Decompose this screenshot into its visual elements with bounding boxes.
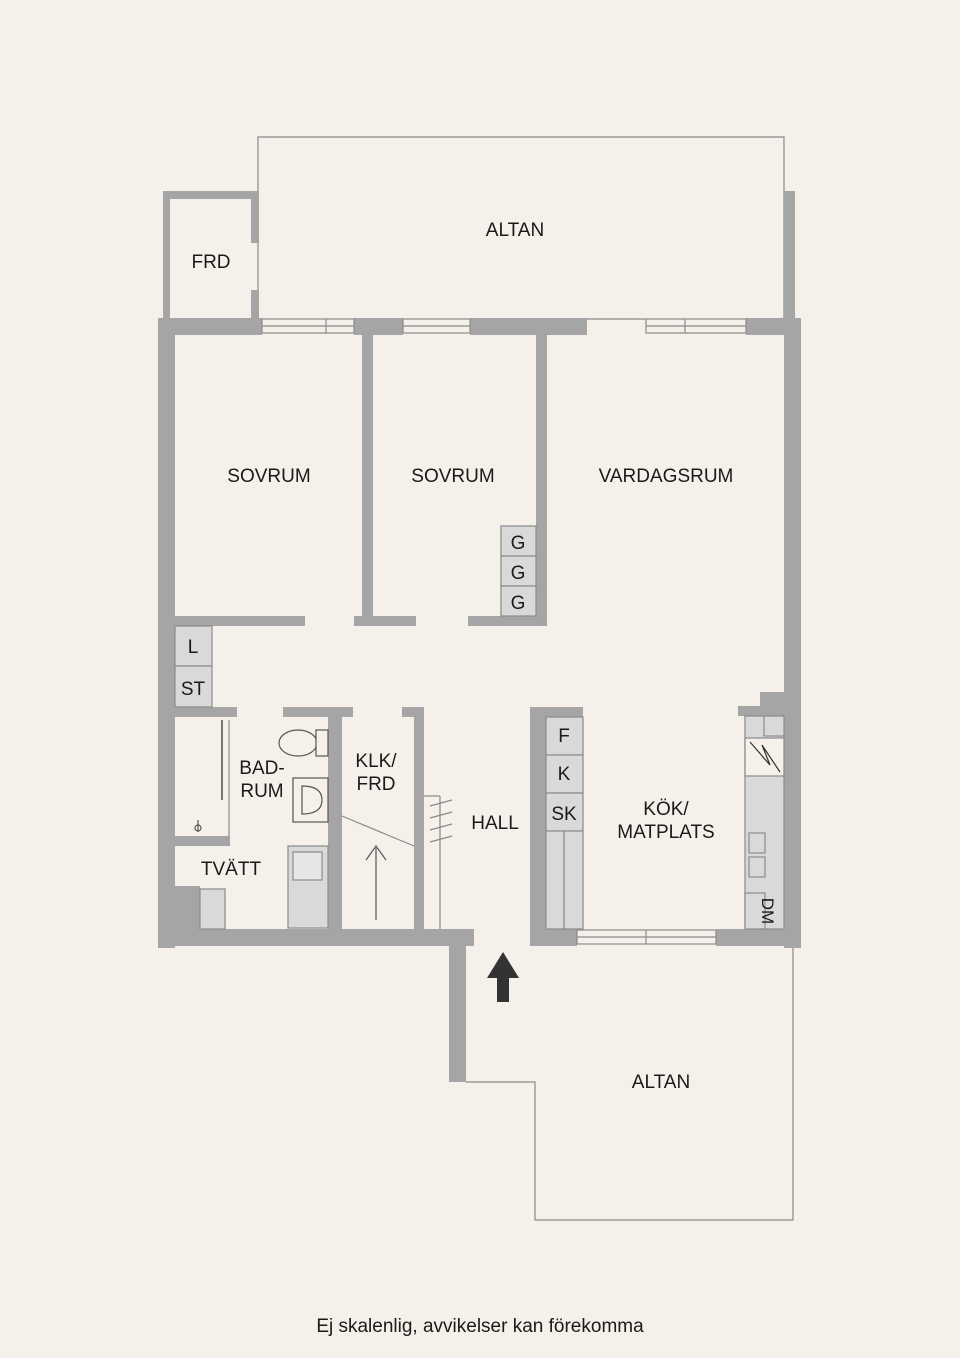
room-label-kok-1: KÖK/ xyxy=(643,799,689,820)
room-label-sovrum-1: SOVRUM xyxy=(227,466,310,487)
room-label-kok-2: MATPLATS xyxy=(617,822,714,843)
room-label-badrum-2: RUM xyxy=(240,781,283,802)
fixture-label-dm: DM xyxy=(758,898,777,924)
fixture-label-st: ST xyxy=(181,679,206,700)
walls xyxy=(158,191,801,1082)
fixture-label-g3: G xyxy=(511,593,526,614)
room-label-klk-2: FRD xyxy=(356,774,395,795)
bathroom-fixtures xyxy=(194,720,329,930)
room-label-altan-bottom: ALTAN xyxy=(632,1072,690,1093)
room-label-hall: HALL xyxy=(471,813,519,834)
room-label-badrum-1: BAD- xyxy=(239,758,284,779)
windows xyxy=(261,318,747,945)
disclaimer-text: Ej skalenlig, avvikelser kan förekomma xyxy=(316,1316,644,1337)
kitchen-column xyxy=(545,716,584,930)
fixture-label-k: K xyxy=(558,764,571,785)
entrance-arrow-icon xyxy=(487,952,519,1002)
room-label-altan-top: ALTAN xyxy=(486,220,544,241)
room-label-klk-1: KLK/ xyxy=(355,751,397,772)
closet-l-st xyxy=(174,625,213,708)
fixture-label-f: F xyxy=(558,726,570,747)
room-label-vardagsrum: VARDAGSRUM xyxy=(599,466,734,487)
altan-bottom-outline xyxy=(466,946,794,1221)
klk-stair xyxy=(341,815,415,920)
fixture-label-g2: G xyxy=(511,563,526,584)
kitchen-counter xyxy=(744,715,785,930)
room-label-tvatt: TVÄTT xyxy=(201,859,262,880)
wardrobe-g xyxy=(500,525,537,617)
fixture-label-l: L xyxy=(188,637,199,658)
room-label-sovrum-2: SOVRUM xyxy=(411,466,494,487)
fixture-label-g1: G xyxy=(511,533,526,554)
fixture-label-sk: SK xyxy=(551,804,577,825)
room-label-frd: FRD xyxy=(191,252,230,273)
hall-rack xyxy=(424,795,453,929)
